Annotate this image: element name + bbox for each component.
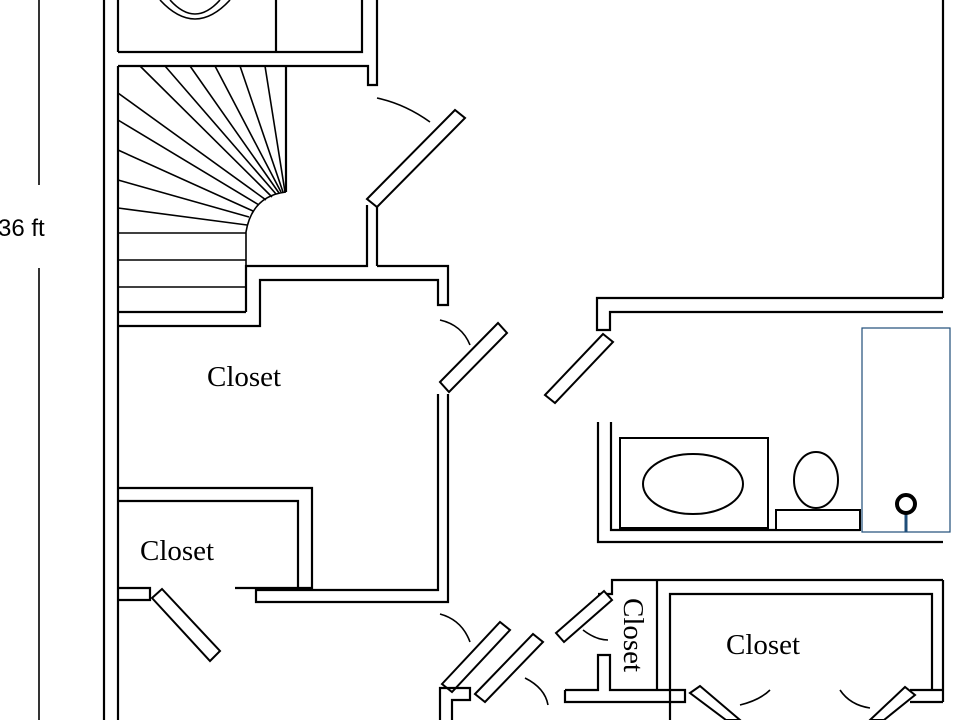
closet-room-1: Closet	[118, 319, 509, 604]
toilet	[793, 451, 839, 509]
closet-label-1: Closet	[207, 361, 281, 393]
tub-fixture	[159, 0, 231, 20]
toilet-tank	[775, 509, 861, 531]
dimension-indicator: 36 ft	[0, 0, 45, 720]
lower-hall	[438, 613, 549, 720]
lower-right-closets: Closet Closet	[554, 578, 945, 720]
bathroom	[543, 296, 951, 544]
closet-label-4: Closet	[726, 629, 800, 661]
closet-label-2: Closet	[140, 535, 214, 567]
closet-label-3: Closet	[617, 598, 649, 672]
hall-upper	[118, 97, 467, 328]
top-left-room	[118, 0, 379, 87]
tub-basin	[642, 453, 744, 515]
closet-room-2: Closet	[118, 535, 298, 663]
outer-walls	[102, 0, 945, 720]
dimension-label: 36 ft	[0, 215, 45, 242]
staircase	[117, 65, 288, 314]
location-pin-icon[interactable]	[895, 493, 917, 532]
